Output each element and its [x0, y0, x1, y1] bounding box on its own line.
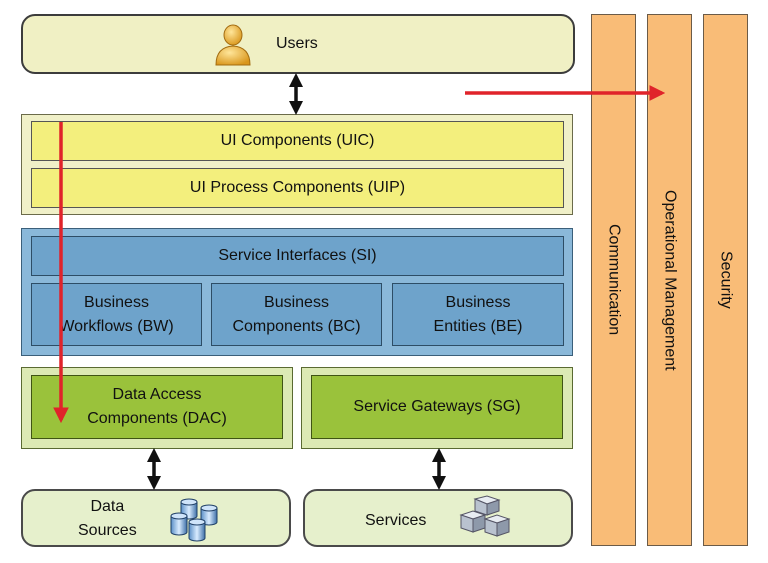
business-entities-box: Business Entities (BE): [392, 283, 564, 346]
communication-label: Communication: [605, 224, 623, 336]
data-sources-box: Data Sources: [21, 489, 291, 547]
operational-management-column: Operational Management: [647, 14, 692, 546]
business-entities-label-1: Business: [445, 293, 511, 311]
business-workflows-label-2: Workflows (BW): [59, 317, 174, 335]
business-components-box: Business Components (BC): [211, 283, 382, 346]
service-interfaces-label: Service Interfaces (SI): [218, 247, 377, 264]
user-icon: [213, 22, 253, 66]
database-icon: [167, 496, 227, 542]
security-column: Security: [703, 14, 748, 546]
services-box: Services: [303, 489, 573, 547]
security-label: Security: [717, 251, 735, 309]
business-components-label-2: Components (BC): [232, 317, 361, 335]
ui-process-components-box: UI Process Components (UIP): [31, 168, 564, 208]
business-entities-label-2: Entities (BE): [433, 317, 523, 335]
ui-process-components-label: UI Process Components (UIP): [189, 179, 406, 196]
ui-components-label: UI Components (UIC): [220, 132, 375, 149]
services-label: Services: [365, 512, 427, 529]
users-label: Users: [276, 35, 318, 52]
data-sources-label-2: Sources: [78, 522, 137, 539]
business-components-label-1: Business: [264, 293, 329, 311]
business-workflows-label-1: Business: [84, 293, 149, 311]
service-gateways-box: Service Gateways (SG): [311, 375, 563, 439]
ui-components-box: UI Components (UIC): [31, 121, 564, 161]
service-interfaces-box: Service Interfaces (SI): [31, 236, 564, 276]
data-access-components-box: Data Access Components (DAC): [31, 375, 283, 439]
data-access-components-label-1: Data Access: [112, 386, 202, 403]
operational-management-label: Operational Management: [661, 189, 679, 371]
service-gateways-label: Service Gateways (SG): [353, 398, 521, 415]
data-sources-label-1: Data: [90, 498, 125, 515]
cubes-icon: [455, 495, 513, 543]
communication-column: Communication: [591, 14, 636, 546]
data-access-components-label-2: Components (DAC): [87, 410, 227, 427]
